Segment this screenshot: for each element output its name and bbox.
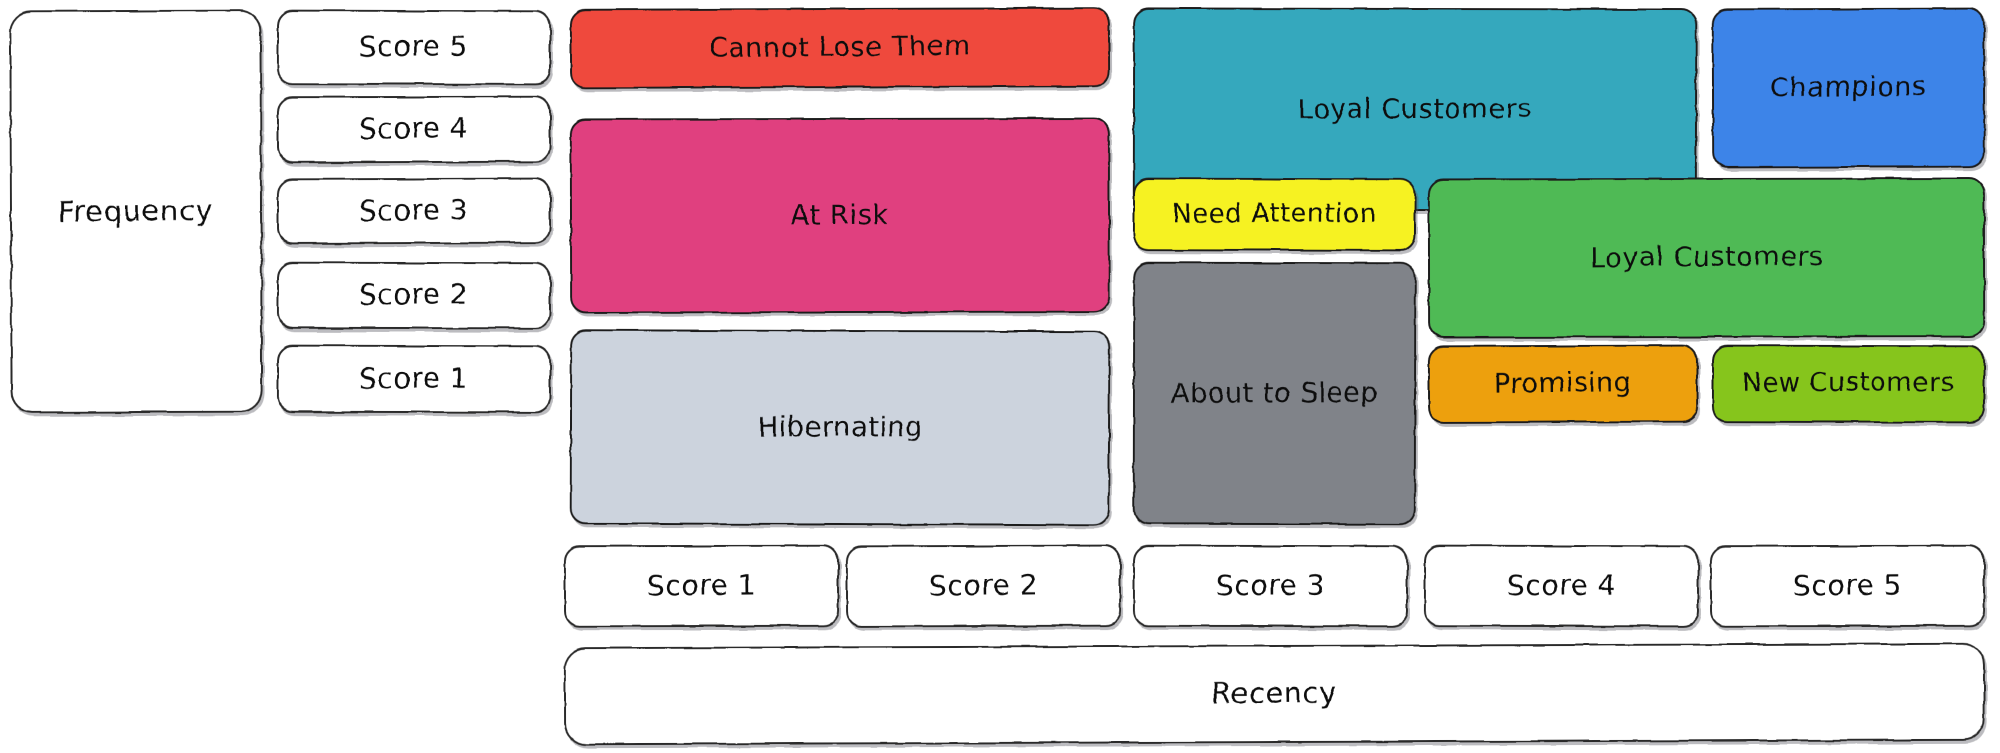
recency-score-1-label-box: Score 1 [563, 544, 840, 628]
recency-axis-label-box: Recency [563, 642, 1986, 746]
frequency-score-4-label-box: Score 4 [276, 95, 552, 164]
frequency-score-1-label: Score 1 [359, 361, 469, 396]
recency-score-1-label: Score 1 [646, 568, 757, 603]
frequency-score-2-label-box: Score 2 [276, 261, 552, 330]
recency-score-5-label: Score 5 [1792, 568, 1903, 603]
segment-label: Hibernating [757, 411, 923, 444]
frequency-score-1-label-box: Score 1 [276, 344, 552, 414]
segment-cannot-lose-them[interactable]: Cannot Lose Them [569, 7, 1111, 89]
segment-at-risk[interactable]: At Risk [569, 117, 1111, 314]
frequency-axis-label-box: Frequency [9, 9, 263, 414]
recency-score-3-label-box: Score 3 [1132, 544, 1409, 628]
segment-label: Champions [1770, 71, 1927, 105]
frequency-score-5-label: Score 5 [359, 30, 469, 64]
segment-label: Promising [1493, 367, 1633, 401]
frequency-score-5-label-box: Score 5 [276, 9, 552, 86]
segment-promising[interactable]: Promising [1427, 344, 1699, 424]
segment-label: Loyal Customers [1297, 93, 1533, 126]
segment-label: New Customers [1742, 367, 1955, 399]
segment-champions[interactable]: Champions [1711, 7, 1986, 169]
segment-need-attention[interactable]: Need Attention [1132, 177, 1417, 252]
segment-loyal-customers-green[interactable]: Loyal Customers [1427, 177, 1986, 339]
recency-score-5-label-box: Score 5 [1709, 544, 1986, 628]
segment-label: Cannot Lose Them [708, 31, 972, 65]
segment-about-to-sleep[interactable]: About to Sleep [1132, 261, 1417, 526]
recency-score-3-label: Score 3 [1215, 568, 1326, 603]
segment-new-customers[interactable]: New Customers [1711, 344, 1986, 424]
segment-label: About to Sleep [1170, 377, 1379, 410]
segment-label: At Risk [791, 199, 889, 232]
frequency-axis-label: Frequency [58, 193, 214, 229]
recency-score-4-label-box: Score 4 [1423, 544, 1700, 628]
recency-score-2-label-box: Score 2 [845, 544, 1122, 628]
segment-label: Loyal Customers [1589, 241, 1824, 275]
frequency-score-3-label: Score 3 [359, 193, 469, 228]
segment-label: Need Attention [1172, 198, 1377, 229]
frequency-score-2-label: Score 2 [359, 278, 469, 312]
recency-score-2-label: Score 2 [928, 568, 1039, 603]
segment-hibernating[interactable]: Hibernating [569, 329, 1111, 526]
frequency-score-4-label: Score 4 [359, 111, 469, 146]
recency-score-4-label: Score 4 [1506, 568, 1617, 603]
frequency-score-3-label-box: Score 3 [276, 177, 552, 245]
recency-axis-label: Recency [1211, 675, 1338, 711]
